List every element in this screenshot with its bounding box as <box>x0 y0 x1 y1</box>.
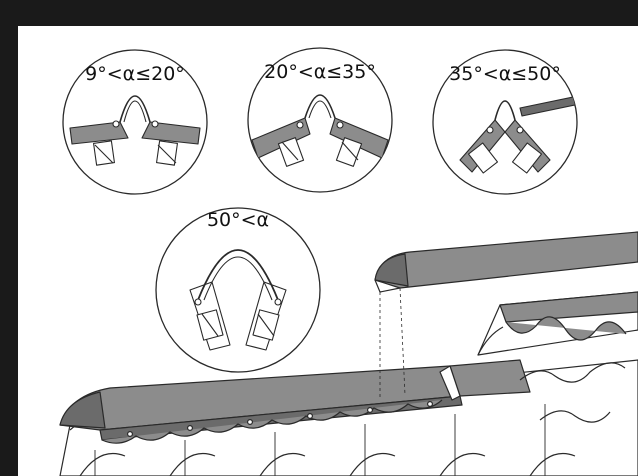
detail-circle-1: 9°<α≤20° <box>62 49 208 195</box>
detail-circle-3: 35°<α≤50° <box>432 49 578 195</box>
detail-circle-4: 50°<α <box>155 207 321 373</box>
ridge-cap-upper <box>374 231 638 423</box>
ridge-cap-main <box>59 359 638 476</box>
range-label-4: 50°<α <box>207 209 269 231</box>
detail-circle-2: 20°<α≤35° <box>247 47 393 193</box>
range-label-1: 9°<α≤20° <box>85 63 185 85</box>
range-label-3: 35°<α≤50° <box>449 63 561 85</box>
range-label-2: 20°<α≤35° <box>264 61 376 83</box>
